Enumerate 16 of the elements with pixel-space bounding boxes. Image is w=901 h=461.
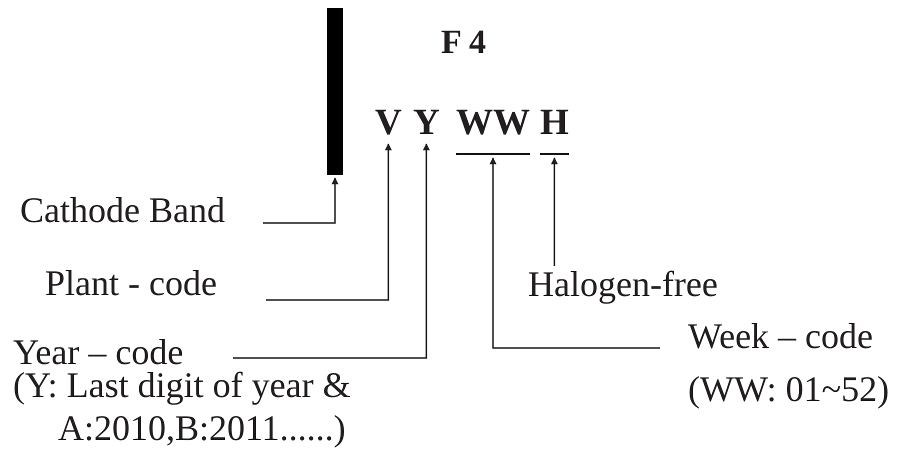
callout-label: Week – code: [660, 318, 896, 354]
leader-arrow: [490, 157, 660, 349]
marking-code: WW: [456, 104, 530, 155]
leader-arrow: [550, 157, 558, 266]
note: (WW: 01~52): [688, 368, 890, 411]
leader-arrow: [266, 143, 392, 301]
callout-label: Halogen-free: [528, 266, 738, 302]
cathode-band-bar: [327, 8, 343, 175]
callout-label: Plant - code: [45, 265, 266, 301]
leader-arrow: [263, 177, 338, 224]
leader-arrow: [233, 143, 430, 359]
part-number: F 4: [441, 26, 486, 60]
marking-code: V: [375, 104, 402, 141]
marking-code: H: [540, 104, 569, 155]
marking-code: Y: [413, 104, 440, 141]
callout-label: Cathode Band: [20, 192, 263, 228]
